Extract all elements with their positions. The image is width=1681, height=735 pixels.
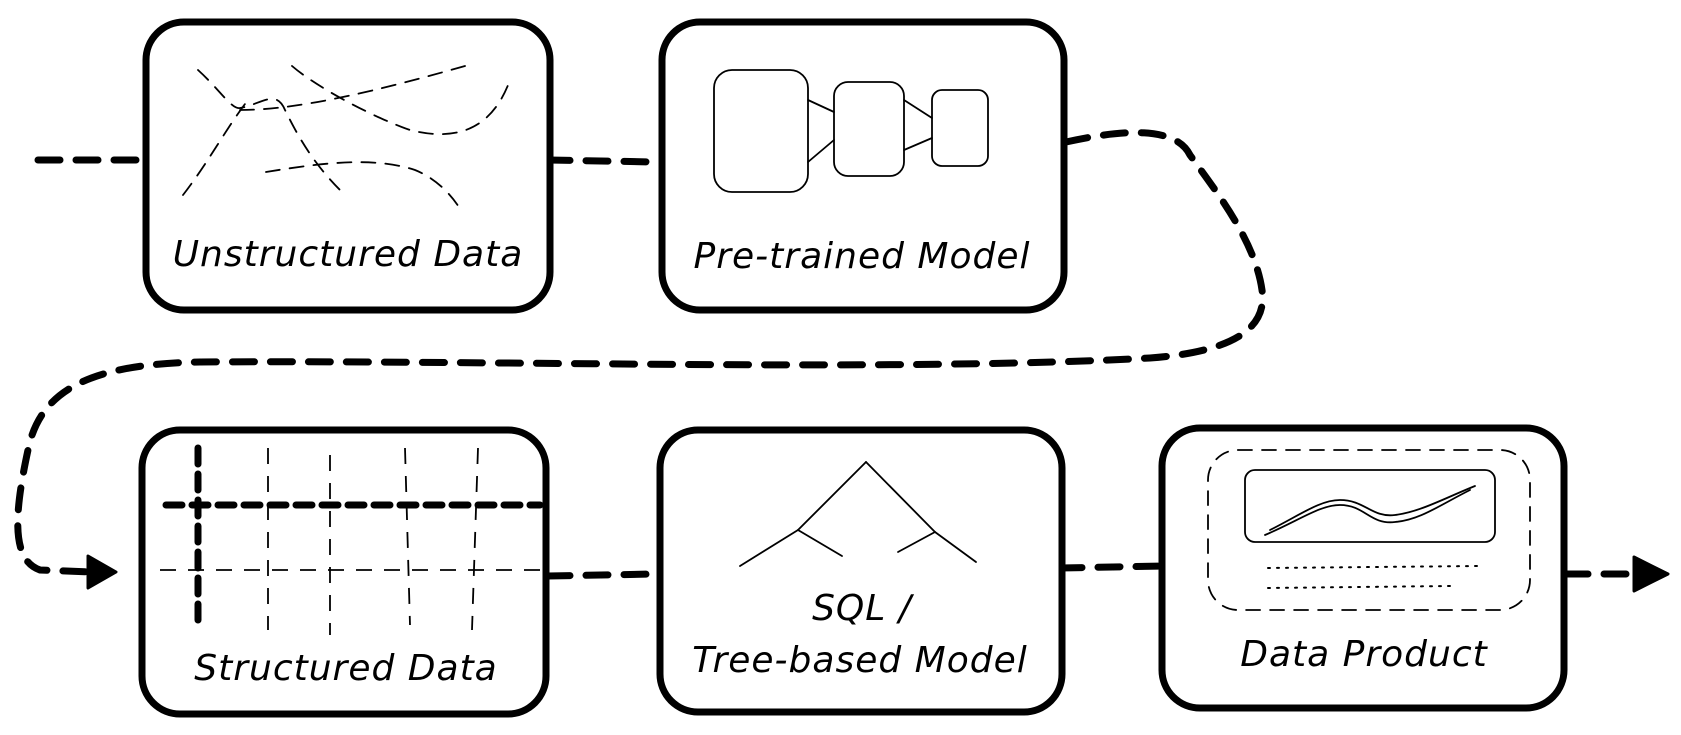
sql-tree-model-box: [656, 426, 1066, 716]
structured-data-label: Structured Data: [194, 648, 498, 689]
arrowhead-exit-icon: [1632, 555, 1670, 593]
data-product-icon: [1207, 449, 1531, 611]
flow-unstructured-to-pretrained: [544, 156, 660, 166]
node-pretrained-model: Pre-trained Model: [658, 18, 1068, 314]
flow-connectors: [14, 129, 1644, 580]
unstructured-data-label: Unstructured Data: [173, 234, 524, 275]
pretrained-model-icon: [713, 69, 989, 193]
node-sql-tree-model: SQL / Tree-based Model: [656, 426, 1066, 716]
sql-tree-model-icon: [739, 461, 977, 567]
structured-data-box: [138, 426, 550, 718]
node-structured-data: Structured Data: [138, 426, 550, 718]
sql-tree-model-label-line2: Tree-based Model: [692, 640, 1027, 681]
data-product-label: Data Product: [1240, 634, 1488, 675]
structured-data-icon: [160, 444, 546, 635]
flow-pretrained-to-structured: [14, 129, 1267, 576]
unstructured-data-icon: [182, 65, 511, 213]
data-product-box: [1158, 424, 1568, 712]
node-unstructured-data: Unstructured Data: [142, 18, 554, 314]
node-data-product: Data Product: [1158, 424, 1568, 712]
sql-tree-model-label-line1: SQL /: [812, 588, 915, 629]
pretrained-model-label: Pre-trained Model: [694, 236, 1031, 277]
flow-sqltree-to-product: [1056, 562, 1166, 572]
arrowhead-into-structured-icon: [86, 554, 118, 590]
unstructured-data-box: [142, 18, 554, 314]
pretrained-model-box: [658, 18, 1068, 314]
flow-structured-to-sqltree: [544, 570, 660, 580]
